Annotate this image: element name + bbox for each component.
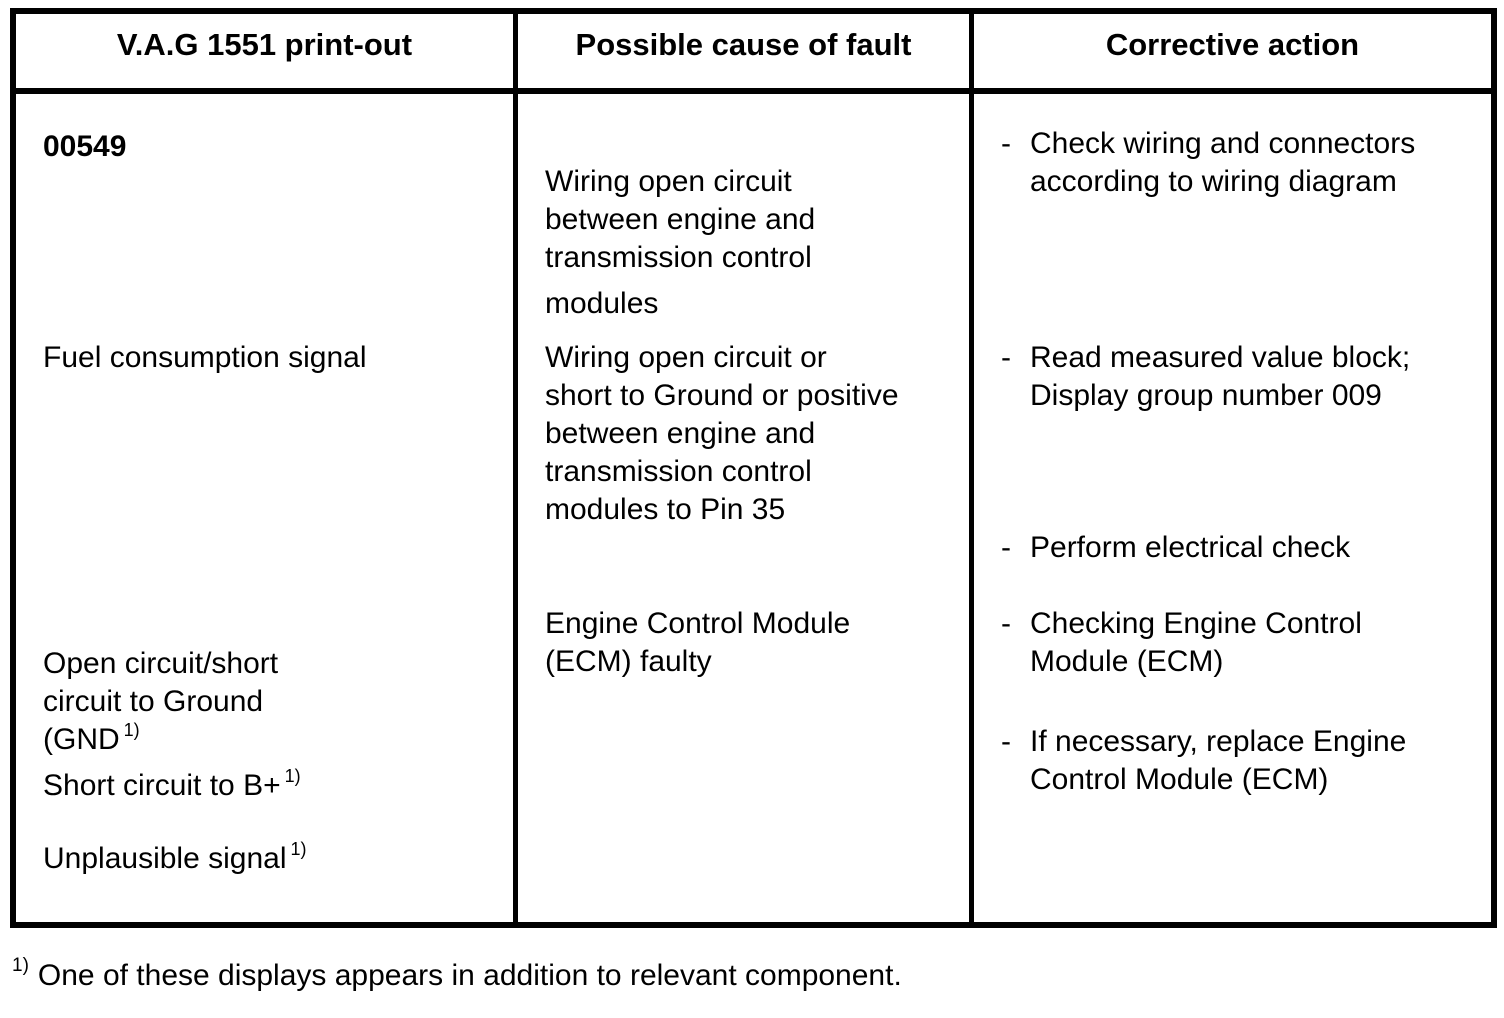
fault-text-fuel-signal: Fuel consumption signal: [43, 341, 367, 374]
footnote-text: One of these displays appears in additio…: [37, 959, 902, 992]
list-dash: -: [1001, 127, 1011, 160]
action-read-value-block-text: Read measured value block; Display group…: [1030, 341, 1411, 412]
list-dash: -: [1001, 607, 1011, 640]
cause-ecm-faulty: Engine Control Module (ECM) faulty: [545, 607, 851, 678]
fault-code: 00549: [43, 130, 127, 163]
gnd-footnote-marker: 1): [123, 720, 140, 740]
footnote: 1) One of these displays appears in addit…: [12, 955, 902, 995]
action-replace-ecm: - If necessary, replace Engine Control M…: [1001, 723, 1483, 799]
short-bplus-footnote-marker: 1): [284, 766, 301, 786]
action-check-wiring-text: Check wiring and connectors according to…: [1030, 127, 1416, 198]
cause-open-circuit-lastline: modules: [545, 287, 659, 320]
action-read-value-block: - Read measured value block; Display gro…: [1001, 339, 1483, 415]
list-dash: -: [1001, 531, 1011, 564]
footnote-marker: 1): [12, 955, 29, 976]
unplausible-text: Unplausible signal: [43, 842, 287, 875]
fault-text-open-short: Open circuit/short circuit to Ground (GN…: [43, 607, 503, 797]
gnd-text: (GND: [43, 723, 120, 756]
cause-short-to-ground: Wiring open circuit or short to Ground o…: [545, 341, 899, 526]
action-checking-ecm-text: Checking Engine Control Module (ECM): [1030, 607, 1362, 678]
action-electrical-check-text: Perform electrical check: [1030, 531, 1351, 564]
open-short-lines: Open circuit/short circuit to Ground: [43, 647, 279, 718]
action-electrical-check: - Perform electrical check: [1001, 529, 1483, 567]
list-dash: -: [1001, 725, 1011, 758]
action-check-wiring: - Check wiring and connectors according …: [1001, 125, 1483, 201]
column-header-corrective-action: Corrective action: [974, 14, 1491, 94]
printout-cell: 00549 Fuel consumption signal Open circu…: [16, 94, 518, 922]
list-dash: -: [1001, 341, 1011, 374]
cause-open-circuit: Wiring open circuit between engine and t…: [545, 125, 959, 361]
cause-open-circuit-lines: Wiring open circuit between engine and t…: [545, 165, 816, 274]
action-replace-ecm-text: If necessary, replace Engine Control Mod…: [1030, 725, 1407, 796]
column-header-printout: V.A.G 1551 print-out: [16, 14, 518, 94]
action-cell: - Check wiring and connectors according …: [974, 94, 1491, 922]
fault-text-short-bplus: Short circuit to B+1): [43, 767, 503, 805]
fault-code-table: V.A.G 1551 print-out Possible cause of f…: [10, 8, 1497, 928]
cause-cell: Wiring open circuit between engine and t…: [518, 94, 974, 922]
short-bplus-text: Short circuit to B+: [43, 769, 281, 802]
action-checking-ecm: - Checking Engine Control Module (ECM): [1001, 605, 1483, 681]
column-header-cause: Possible cause of fault: [518, 14, 974, 94]
unplausible-footnote-marker: 1): [290, 839, 307, 859]
